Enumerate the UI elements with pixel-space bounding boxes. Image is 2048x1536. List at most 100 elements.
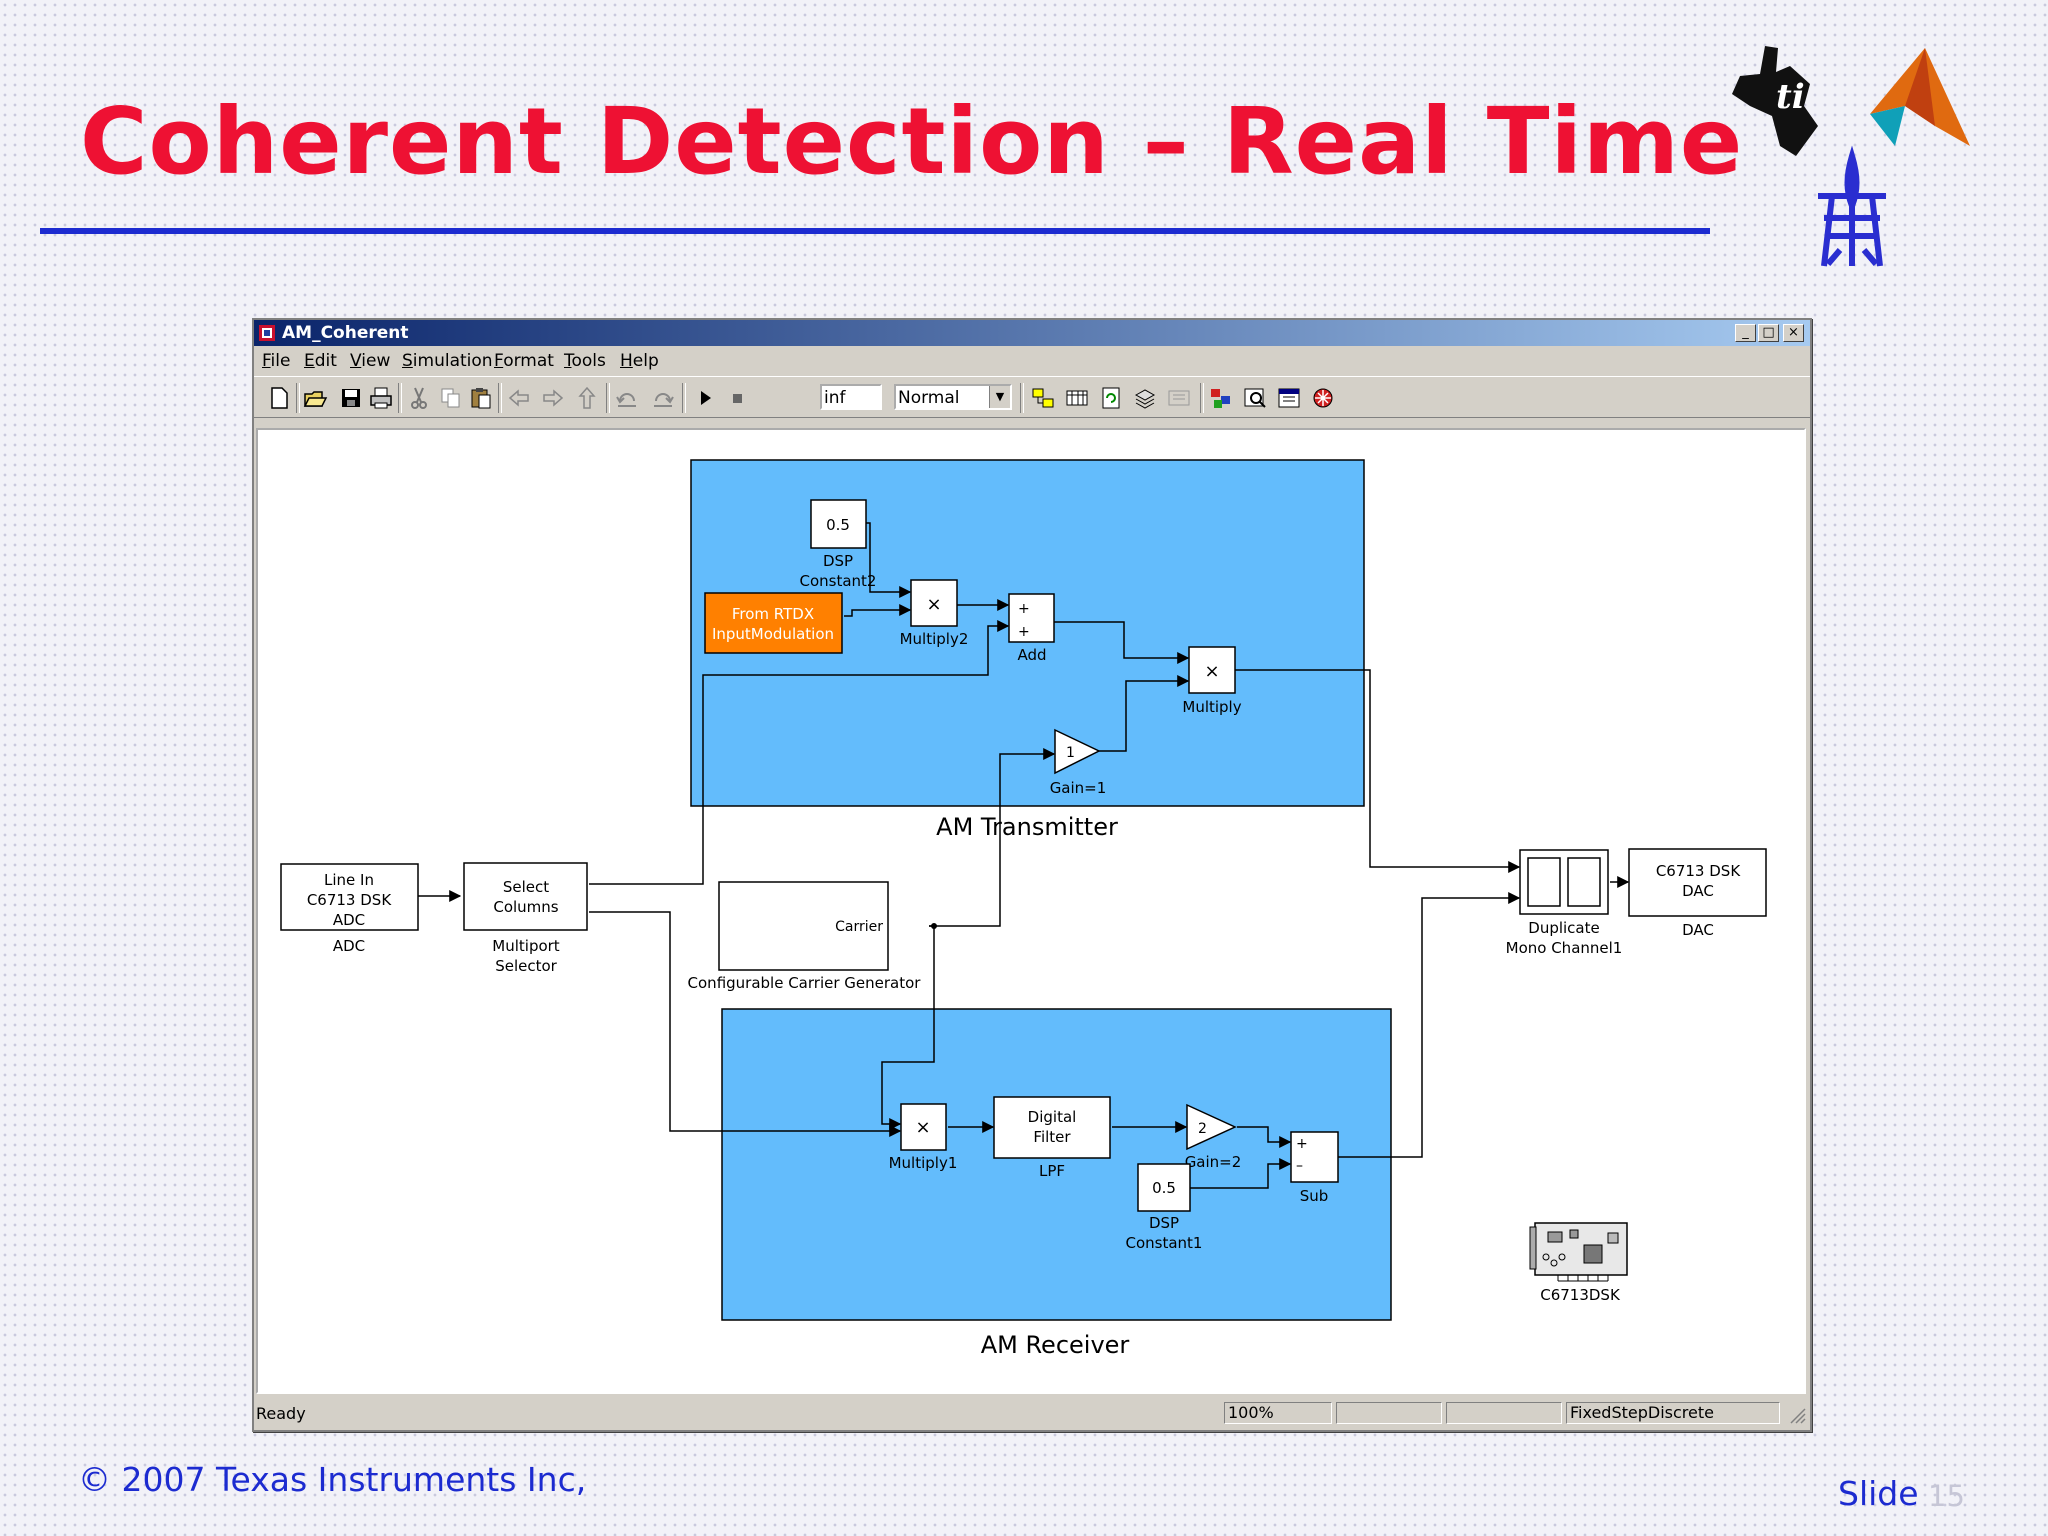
refresh-icon[interactable] (1098, 385, 1124, 411)
gain1-block[interactable] (1054, 728, 1101, 775)
profiler-icon[interactable] (1310, 385, 1336, 411)
stop-simulation-icon[interactable] (724, 385, 750, 411)
simulink-icon (259, 325, 275, 341)
adc-caption: ADC (333, 937, 365, 955)
board-caption: C6713DSK (1540, 1286, 1621, 1304)
am-transmitter-label: AM Transmitter (936, 813, 1118, 841)
signal-gain1-to-multiply (1099, 675, 1190, 752)
const1-caption2: Constant1 (1126, 1234, 1203, 1252)
model-canvas[interactable]: AM Transmitter AM Receiver (256, 428, 1806, 1394)
start-simulation-icon[interactable] (692, 385, 718, 411)
const1-caption1: DSP (1149, 1214, 1179, 1232)
gain2-block[interactable] (1186, 1103, 1237, 1151)
simulation-mode-select[interactable]: Normal ▼ (894, 384, 1012, 410)
menu-edit[interactable]: Edit (304, 351, 337, 371)
am-receiver-label: AM Receiver (981, 1331, 1130, 1359)
paste-icon[interactable] (468, 385, 494, 411)
sub-block[interactable] (1290, 1131, 1339, 1183)
adc-line3: ADC (333, 911, 365, 929)
undo-icon[interactable] (614, 385, 640, 411)
multiply2-caption: Multiply2 (900, 630, 969, 648)
texas-instruments-logo: ti (1732, 46, 1818, 156)
from-rtdx-block[interactable] (704, 592, 843, 654)
add-sign1: + (1018, 601, 1030, 617)
toolbar-separator (1200, 383, 1204, 413)
menu-view[interactable]: View (350, 351, 391, 371)
sub-caption: Sub (1300, 1187, 1329, 1205)
open-icon[interactable] (302, 385, 328, 411)
toolbar-separator (1020, 383, 1024, 413)
cut-icon[interactable] (406, 385, 432, 411)
slide-label: Slide (1838, 1474, 1919, 1513)
menubar: File Edit View Simulation Format Tools H… (254, 346, 1810, 376)
signal-selector-to-multiply1 (589, 911, 902, 1137)
dac-block[interactable] (1628, 848, 1767, 917)
digital-filter-block[interactable] (993, 1096, 1111, 1159)
simulink-window: AM_Coherent _ □ × File Edit View Simulat… (252, 318, 1812, 1432)
subsystem-icon[interactable] (1166, 385, 1192, 411)
adc-line2: C6713 DSK (307, 891, 392, 909)
menu-file[interactable]: File (262, 351, 291, 371)
update-diagram-icon[interactable] (1064, 385, 1090, 411)
new-model-icon[interactable] (266, 385, 292, 411)
dup-caption1: Duplicate (1528, 919, 1599, 937)
dup-caption2: Mono Channel1 (1506, 939, 1623, 957)
signal-selector-to-add (589, 620, 1010, 885)
add-block[interactable] (1008, 593, 1055, 643)
back-icon[interactable] (506, 385, 532, 411)
save-icon[interactable] (338, 385, 364, 411)
multiply1-caption: Multiply1 (889, 1154, 958, 1172)
menu-format[interactable]: Format (494, 351, 554, 371)
chevron-down-icon[interactable]: ▼ (989, 386, 1010, 408)
maximize-button[interactable]: □ (1758, 324, 1779, 342)
signal-gain2-to-sub (1237, 1126, 1292, 1148)
gain1-caption: Gain=1 (1050, 779, 1107, 797)
resize-grip-icon[interactable] (1788, 1406, 1806, 1424)
tel-aviv-university-logo (1818, 145, 1886, 267)
dsp-constant2-block[interactable] (810, 499, 867, 549)
dsp-constant1-block[interactable] (1137, 1163, 1191, 1212)
adc-block[interactable] (280, 863, 419, 931)
debugger-icon[interactable] (1276, 385, 1302, 411)
multiply1-block[interactable] (900, 1103, 947, 1151)
print-icon[interactable] (368, 385, 394, 411)
redo-icon[interactable] (650, 385, 676, 411)
library-browser-icon[interactable] (1208, 385, 1234, 411)
filter-line2: Filter (1033, 1128, 1071, 1146)
carrier-generator-block[interactable] (718, 881, 889, 971)
toolbar-separator (296, 383, 300, 413)
carrier-caption: Configurable Carrier Generator (688, 974, 922, 992)
multiport-selector-block[interactable] (463, 862, 588, 931)
c6713dsk-board-icon[interactable] (1529, 1222, 1628, 1282)
sub-sign1: + (1296, 1136, 1308, 1152)
status-pane (1446, 1402, 1562, 1424)
const2-value: 0.5 (826, 516, 850, 534)
window-titlebar[interactable]: AM_Coherent _ □ × (254, 320, 1810, 346)
menu-help[interactable]: Help (620, 351, 659, 371)
multiply2-block[interactable] (910, 579, 958, 627)
slide-title: Coherent Detection – Real Time (80, 88, 1744, 195)
model-explorer-icon[interactable] (1242, 385, 1268, 411)
menu-tools[interactable]: Tools (564, 351, 606, 371)
up-icon[interactable] (574, 385, 600, 411)
svg-text:ti: ti (1776, 77, 1805, 117)
selector-line1: Select (503, 878, 549, 896)
stop-time-input[interactable]: inf (820, 384, 882, 410)
window-title: AM_Coherent (282, 323, 409, 343)
toolbar-separator (498, 383, 502, 413)
multiply-block[interactable] (1188, 646, 1236, 694)
signal-const2-to-multiply2 (866, 522, 912, 598)
adc-line1: Line In (324, 871, 374, 889)
build-icon[interactable] (1030, 385, 1056, 411)
copy-icon[interactable] (438, 385, 464, 411)
menu-simulation[interactable]: Simulation (402, 351, 493, 371)
dac-caption: DAC (1682, 921, 1714, 939)
library-icon[interactable] (1132, 385, 1158, 411)
copyright-text: © 2007 Texas Instruments Inc, (78, 1460, 587, 1499)
minimize-button[interactable]: _ (1735, 324, 1756, 342)
signal-multiply-to-duplicate (1235, 669, 1521, 873)
forward-icon[interactable] (540, 385, 566, 411)
close-button[interactable]: × (1783, 324, 1804, 342)
add-sign2: + (1018, 624, 1030, 640)
logo-group: ti (1732, 46, 1970, 267)
